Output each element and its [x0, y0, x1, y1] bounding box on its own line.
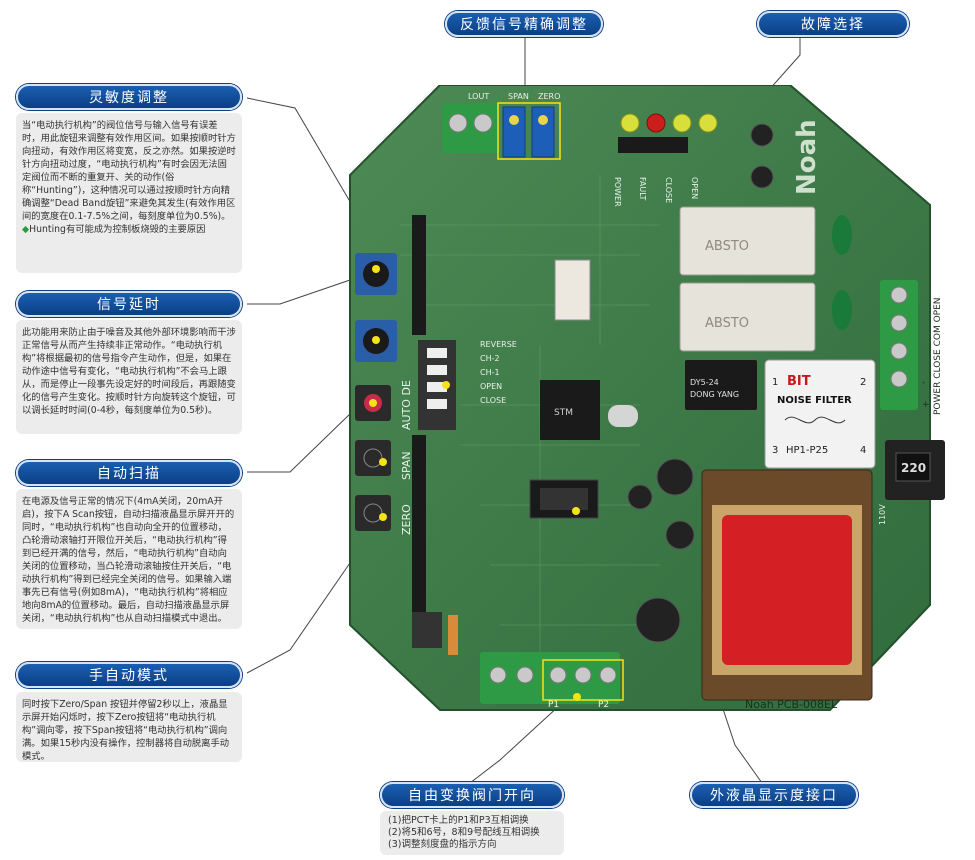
auto-scan-description: 在电源及信号正常的情况下(4mA关闭，20mA开启)，按下A Scan按钮，自动… [16, 489, 242, 629]
manual-auto-title: 手自动模式 [16, 662, 242, 688]
capacitor [665, 520, 695, 550]
marker-dot [372, 265, 380, 273]
marker-dot [369, 399, 377, 407]
terminal-label-p1: P1 [548, 700, 559, 710]
sensitivity-body: 当“电动执行机构”的阀位信号与输入信号有误差时，用此旋钮来调整有效作用区间。如果… [22, 120, 236, 222]
small-dip-switch [412, 612, 442, 648]
noise-filter-pin-1: 1 [772, 377, 778, 388]
dip-label-ch2: CH-2 [480, 354, 500, 363]
power-led [620, 113, 640, 133]
signal-delay-title: 信号延时 [16, 291, 242, 317]
board-brand: Noah [792, 119, 822, 195]
microcontroller [540, 380, 600, 440]
sensitivity-note-text: Hunting有可能成为控制板烧毁的主要原因 [29, 224, 206, 235]
capacitor [656, 458, 694, 496]
capacitor [627, 484, 653, 510]
sensitivity-description: 当“电动执行机构”的阀位信号与输入信号有误差时，用此旋钮来调整有效作用区间。如果… [16, 113, 242, 273]
fault-led [646, 113, 666, 133]
marker-dot [572, 507, 580, 515]
dip-label-ch1: CH-1 [480, 368, 500, 377]
auto-scan-title: 自动扫描 [16, 460, 242, 486]
terminal-label-span: SPAN [508, 92, 529, 101]
marker-dot [372, 336, 380, 344]
noise-filter-model: HP1-P25 [786, 445, 828, 456]
sensitivity-note: ◆Hunting有可能成为控制板烧毁的主要原因 [22, 223, 236, 236]
lcd-interface-title: 外液晶显示度接口 [690, 782, 858, 808]
marker-dot [442, 381, 450, 389]
relay-1 [679, 206, 816, 276]
side-label-span: SPAN [400, 451, 413, 480]
list-item: (2)将5和6号，8和9号配线互相调换 [388, 827, 540, 838]
marker-dot [379, 513, 387, 521]
capacitor [750, 165, 774, 189]
dip-label-reverse: REVERSE [480, 340, 517, 349]
terminal-label-p2: P2 [598, 700, 609, 710]
noise-filter-name: NOISE FILTER [777, 395, 852, 406]
noise-filter-brand: BIT [787, 374, 811, 389]
list-item: (1)把PCT卡上的P1和P3互相调换 [388, 815, 529, 826]
noise-filter-pin-2: 2 [860, 377, 866, 388]
dip-label-open: OPEN [480, 382, 502, 391]
control-board-photo: LOUT SPAN ZERO POWER FAULT CLOSE OPEN No… [349, 85, 945, 711]
relay-text: ABSTO [705, 239, 749, 254]
white-connector [554, 259, 591, 321]
auto-scan-body: 在电源及信号正常的情况下(4mA关闭，20mA开启)，按下A Scan按钮，自动… [22, 496, 235, 624]
relay-2 [679, 282, 816, 352]
side-label-zero: ZERO [400, 504, 413, 535]
noise-filter [764, 359, 876, 469]
indicator-label-power: POWER [613, 177, 622, 207]
capacitor [750, 123, 774, 147]
mcu-label: STM [554, 408, 573, 418]
power-terminal-label: POWER CLOSE COM OPEN [933, 297, 943, 415]
marker-dot [379, 458, 387, 466]
fault-select-title: 故障选择 [757, 11, 909, 37]
power-terminal-minus: - [922, 378, 925, 388]
capacitor [635, 597, 681, 643]
feedback-adjust-title: 反馈信号精确调整 [445, 11, 603, 37]
board-model: Noah PCB-008EL [745, 698, 838, 711]
indicator-label-open: OPEN [690, 177, 699, 199]
small-relay-model: DY5-24 [690, 378, 719, 387]
manual-auto-description: 同时按下Zero/Span 按钮并停留2秒以上，液晶显示屏开始闪烁时，按下Zer… [16, 692, 242, 762]
marker-dot [573, 693, 581, 701]
note-bullet-icon: ◆ [22, 224, 30, 235]
signal-delay-body: 此功能用来防止由于噪音及其他外部环境影响而干涉正常信号从而产生持续非正常动作。“… [22, 327, 236, 416]
voltage-side-label: 110V [878, 504, 887, 525]
list-item: (3)调整刻度盘的指示方向 [388, 839, 497, 850]
signal-delay-description: 此功能用来防止由于噪音及其他外部环境影响而干涉正常信号从而产生持续非正常动作。“… [16, 320, 242, 434]
pin-header [412, 215, 426, 335]
power-terminal-plus: + [922, 400, 930, 410]
terminal-label-lout: LOUT [468, 92, 489, 101]
noise-filter-pin-4: 4 [860, 445, 866, 456]
voltage-selector-label: 220 [901, 461, 926, 475]
sensitivity-title: 灵敏度调整 [16, 84, 242, 110]
valve-direction-title: 自由变换阀门开向 [380, 782, 564, 808]
span-trim-pot [502, 106, 526, 158]
side-label-auto: AUTO DE [400, 380, 413, 430]
open-led [698, 113, 718, 133]
noise-filter-pin-3: 3 [772, 445, 778, 456]
bottom-terminal-block [480, 652, 620, 704]
small-relay [685, 360, 757, 410]
indicator-label-fault: FAULT [638, 177, 647, 201]
valve-direction-list: (1)把PCT卡上的P1和P3互相调换 (2)将5和6号，8和9号配线互相调换 … [380, 811, 564, 855]
close-led [672, 113, 692, 133]
manual-auto-body: 同时按下Zero/Span 按钮并停留2秒以上，液晶显示屏开始闪烁时，按下Zer… [22, 699, 230, 762]
small-relay-brand: DONG YANG [690, 390, 739, 399]
fault-jumper [618, 137, 688, 153]
terminal-label-zero: ZERO [538, 92, 560, 101]
pin-header [412, 435, 426, 635]
zero-trim-pot [531, 106, 555, 158]
relay-text: ABSTO [705, 316, 749, 331]
indicator-label-close: CLOSE [664, 177, 673, 203]
dip-label-close: CLOSE [480, 396, 506, 405]
